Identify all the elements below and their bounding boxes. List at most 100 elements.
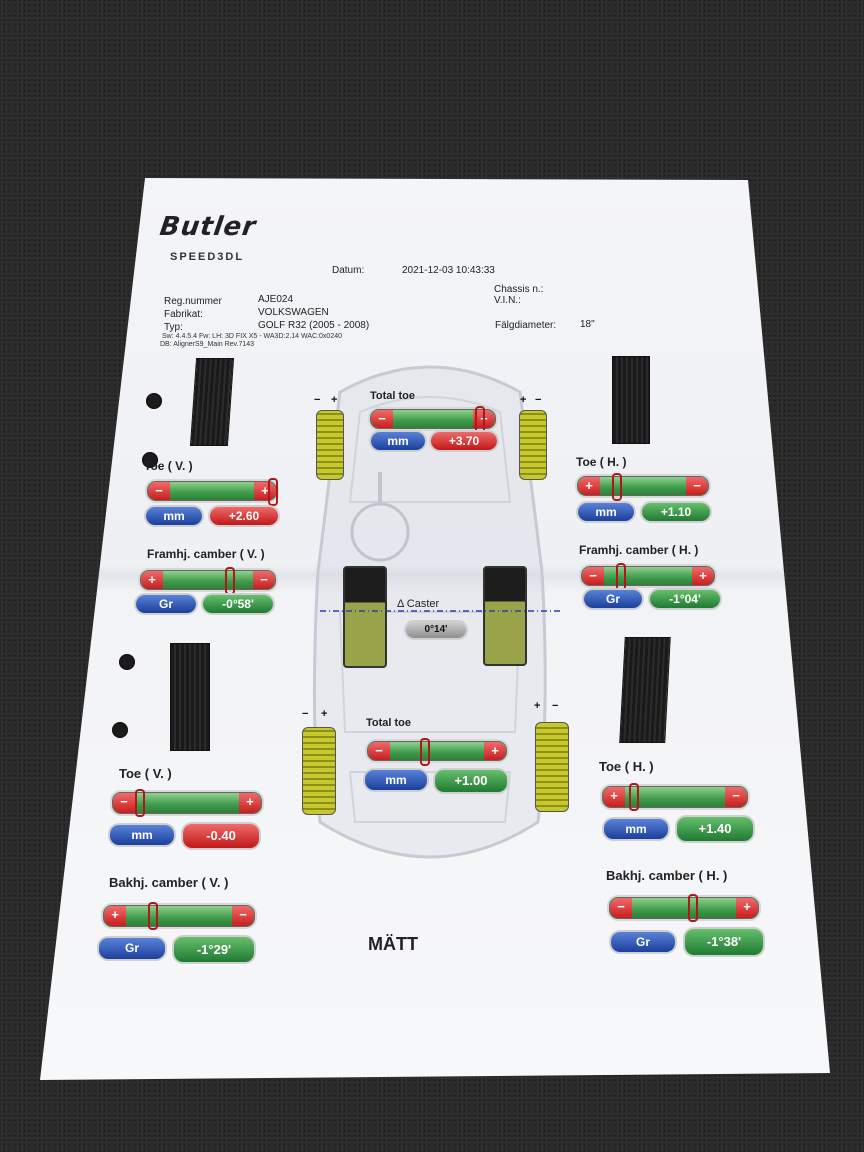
- rear-camber-left-bar: + −: [103, 902, 255, 930]
- rear-toe-right-marker: [629, 783, 639, 811]
- front-camber-right-value: -1°04': [650, 590, 720, 608]
- make-value: VOLKSWAGEN: [258, 307, 329, 318]
- model-name: SPEED3DL: [170, 251, 245, 263]
- plus-sign: +: [239, 793, 261, 813]
- rear-toe-right-bar: + −: [602, 783, 748, 811]
- sign-plus: +: [321, 708, 328, 720]
- front-toe-right-unit: mm: [578, 503, 634, 521]
- minus-sign: −: [610, 898, 632, 918]
- front-right-wheel: [519, 410, 547, 480]
- rear-camber-left-label: Bakhj. camber ( V. ): [109, 875, 229, 890]
- sign-minus: −: [535, 394, 542, 406]
- caster-right-gauge: [483, 566, 527, 666]
- punch-hole: [146, 393, 162, 409]
- plus-sign: +: [692, 567, 714, 585]
- reg-label: Reg.nummer: [164, 296, 222, 307]
- type-value: GOLF R32 (2005 - 2008): [258, 320, 370, 331]
- sensor-front-right: [612, 356, 650, 444]
- front-toe-left-bar: − +: [147, 478, 278, 506]
- rear-camber-left-unit: Gr: [99, 938, 165, 959]
- minus-sign: −: [368, 742, 390, 760]
- caster-value: 0°14': [406, 622, 466, 638]
- butler-logo: Butler: [157, 212, 259, 242]
- rim-value: 18": [580, 319, 595, 330]
- front-camber-left-label: Framhj. camber ( V. ): [147, 547, 265, 561]
- punch-hole: [142, 452, 158, 468]
- punch-hole: [119, 654, 135, 670]
- plus-sign: +: [484, 742, 506, 760]
- front-toe-left-label: Toe ( V. ): [144, 459, 193, 473]
- rear-camber-right-value: -1°38': [685, 929, 763, 955]
- minus-sign: −: [582, 567, 604, 585]
- minus-sign: −: [725, 787, 747, 807]
- sign-plus: +: [520, 394, 527, 406]
- front-left-wheel: [316, 410, 344, 480]
- minus-sign: −: [371, 410, 393, 428]
- make-label: Fabrikat:: [164, 309, 203, 320]
- sign-minus: −: [552, 700, 559, 712]
- front-camber-left-bar: + −: [140, 567, 276, 595]
- front-camber-left-unit: Gr: [136, 595, 196, 613]
- front-toe-left-marker: [268, 478, 278, 506]
- caster-left-gauge: [343, 566, 387, 668]
- front-camber-right-label: Framhj. camber ( H. ): [579, 543, 699, 557]
- type-label: Typ:: [164, 322, 183, 333]
- front-toe-right-label: Toe ( H. ): [576, 455, 627, 469]
- rear-right-wheel: [535, 722, 569, 812]
- rear-toe-right-label: Toe ( H. ): [599, 759, 654, 774]
- report-footer-title: MÄTT: [368, 934, 418, 954]
- minus-sign: −: [113, 793, 135, 813]
- front-camber-right-unit: Gr: [584, 590, 642, 608]
- rear-toe-left-value: -0.40: [183, 824, 259, 848]
- rear-camber-left-value: -1°29': [174, 937, 254, 962]
- rear-left-wheel: [302, 727, 336, 815]
- front-toe-right-marker: [612, 473, 622, 501]
- front-camber-right-marker: [616, 563, 626, 591]
- front-camber-right-bar: − +: [581, 563, 715, 591]
- rear-toe-right-value: +1.40: [677, 817, 753, 841]
- front-toe-right-bar: + −: [577, 473, 709, 501]
- minus-sign: −: [232, 906, 254, 926]
- datum-value: 2021-12-03 10:43:33: [402, 265, 495, 276]
- caster-label: Δ Caster: [397, 598, 440, 610]
- caster-reference-line: [320, 610, 560, 612]
- rear-total-toe-bar: − +: [367, 738, 507, 766]
- front-camber-left-marker: [225, 567, 235, 595]
- front-toe-right-value: +1.10: [642, 503, 710, 521]
- sign-plus: +: [331, 394, 338, 406]
- vin-label: V.I.N.:: [494, 295, 521, 306]
- plus-sign: +: [578, 477, 600, 495]
- front-total-toe-bar: − +: [370, 406, 496, 434]
- database-line: DB: AlignerS9_Main Rev.7143: [160, 341, 255, 348]
- punch-hole: [112, 722, 128, 738]
- front-toe-left-value: +2.60: [210, 507, 278, 525]
- rear-toe-left-label: Toe ( V. ): [119, 766, 172, 781]
- rear-total-toe-value: +1.00: [435, 770, 507, 792]
- front-total-toe-unit: mm: [371, 432, 425, 450]
- sign-plus: +: [534, 700, 541, 712]
- front-total-toe-value: +3.70: [431, 432, 497, 450]
- minus-sign: −: [686, 477, 708, 495]
- rear-total-toe-unit: mm: [365, 770, 427, 790]
- minus-sign: −: [253, 571, 275, 589]
- rear-toe-left-marker: [135, 789, 145, 817]
- plus-sign: +: [104, 906, 126, 926]
- plus-sign: +: [736, 898, 758, 918]
- chassis-label: Chassis n.:: [494, 284, 544, 295]
- minus-sign: −: [148, 482, 170, 500]
- plus-sign: +: [254, 482, 276, 500]
- front-total-toe-marker: [475, 406, 485, 434]
- rear-total-toe-label: Total toe: [366, 717, 412, 729]
- front-toe-left-unit: mm: [146, 507, 202, 525]
- reg-value: AJE024: [258, 294, 294, 305]
- rear-toe-right-unit: mm: [604, 819, 668, 839]
- rear-camber-right-marker: [688, 894, 698, 922]
- rear-toe-left-unit: mm: [110, 825, 174, 845]
- sensor-rear-right: [619, 637, 671, 743]
- rear-camber-right-bar: − +: [609, 894, 759, 922]
- front-total-toe-label: Total toe: [370, 390, 416, 402]
- sign-minus: −: [314, 394, 321, 406]
- datum-label: Datum:: [332, 265, 365, 276]
- rear-total-toe-marker: [420, 738, 430, 766]
- rear-camber-right-label: Bakhj. camber ( H. ): [606, 868, 728, 883]
